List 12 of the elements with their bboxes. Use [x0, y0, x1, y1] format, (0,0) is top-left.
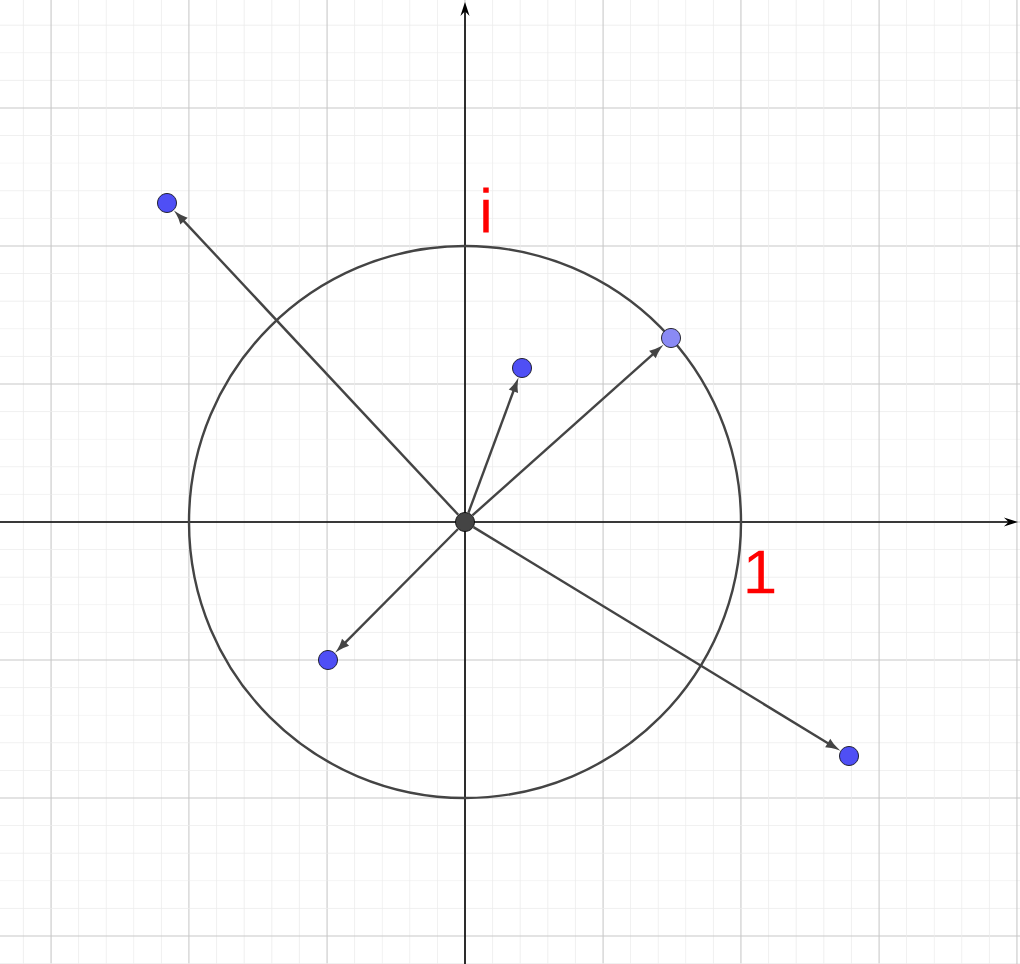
point [512, 358, 532, 378]
vector-arrow [471, 347, 661, 517]
point [839, 746, 859, 766]
point [661, 328, 681, 348]
vector-arrow [472, 526, 838, 750]
axis-label: 1 [747, 550, 775, 594]
vector-arrow [337, 528, 459, 651]
point [318, 650, 338, 670]
point [157, 193, 177, 213]
origin-point [455, 512, 475, 532]
vector-arrow [176, 213, 460, 516]
axis-label: i [483, 187, 489, 233]
